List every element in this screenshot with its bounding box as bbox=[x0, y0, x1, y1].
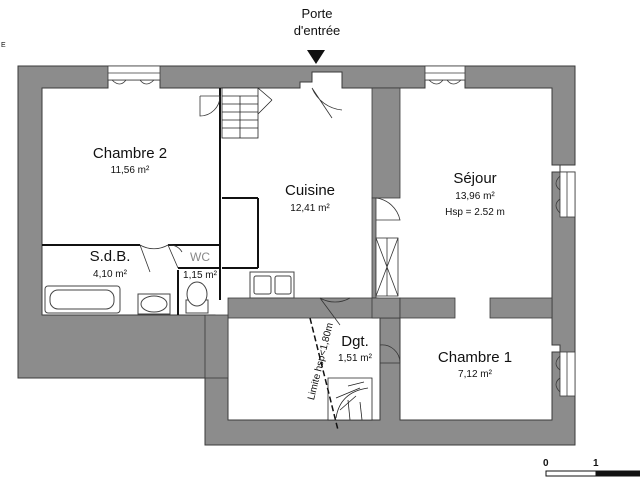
room-name-sejour: Séjour bbox=[453, 170, 497, 187]
window-sejour-east bbox=[555, 171, 576, 218]
window-chambre1 bbox=[555, 351, 576, 397]
entrance-label-line1: Porte bbox=[301, 6, 333, 21]
room-area-wc: 1,15 m² bbox=[183, 270, 217, 281]
entrance-label-line2: d'entrée bbox=[293, 23, 341, 38]
window-chambre2 bbox=[107, 65, 161, 85]
room-area-chambre2: 11,56 m² bbox=[110, 165, 150, 176]
window-sejour bbox=[424, 65, 466, 85]
room-area-dgt: 1,51 m² bbox=[338, 353, 372, 364]
spiral-staircase bbox=[327, 377, 373, 421]
scale-label-zero: 0 bbox=[543, 458, 549, 469]
toilet bbox=[185, 281, 209, 314]
room-name-chambre2: Chambre 2 bbox=[92, 145, 168, 162]
room-hsp-sejour: Hsp = 2.52 m bbox=[445, 207, 505, 218]
room-name-sdb: S.d.B. bbox=[89, 248, 131, 265]
scale-label-one: 1 bbox=[593, 458, 599, 469]
corner-mark: E bbox=[1, 42, 6, 49]
room-area-sejour: 13,96 m² bbox=[455, 191, 495, 202]
thin-partitions bbox=[42, 88, 259, 315]
room-name-cuisine: Cuisine bbox=[284, 182, 336, 199]
room-name-wc: WC bbox=[190, 250, 210, 264]
room-area-cuisine: 12,41 m² bbox=[290, 203, 330, 214]
room-area-sdb: 4,10 m² bbox=[93, 269, 127, 280]
closet bbox=[375, 237, 399, 297]
doors bbox=[139, 87, 401, 364]
entrance-label: Porte d'entrée bbox=[282, 5, 352, 39]
bathtub bbox=[44, 285, 121, 314]
height-limit-line bbox=[309, 317, 339, 431]
scale-bar bbox=[545, 470, 640, 477]
room-name-dgt: Dgt. bbox=[341, 333, 369, 350]
entrance-arrow-icon bbox=[307, 50, 325, 64]
room-area-chambre1: 7,12 m² bbox=[458, 369, 492, 380]
staircase-top bbox=[221, 87, 273, 139]
washbasin bbox=[137, 293, 171, 315]
room-name-chambre1: Chambre 1 bbox=[437, 349, 513, 366]
kitchen-sink bbox=[249, 271, 295, 299]
interior-walls bbox=[204, 87, 553, 379]
